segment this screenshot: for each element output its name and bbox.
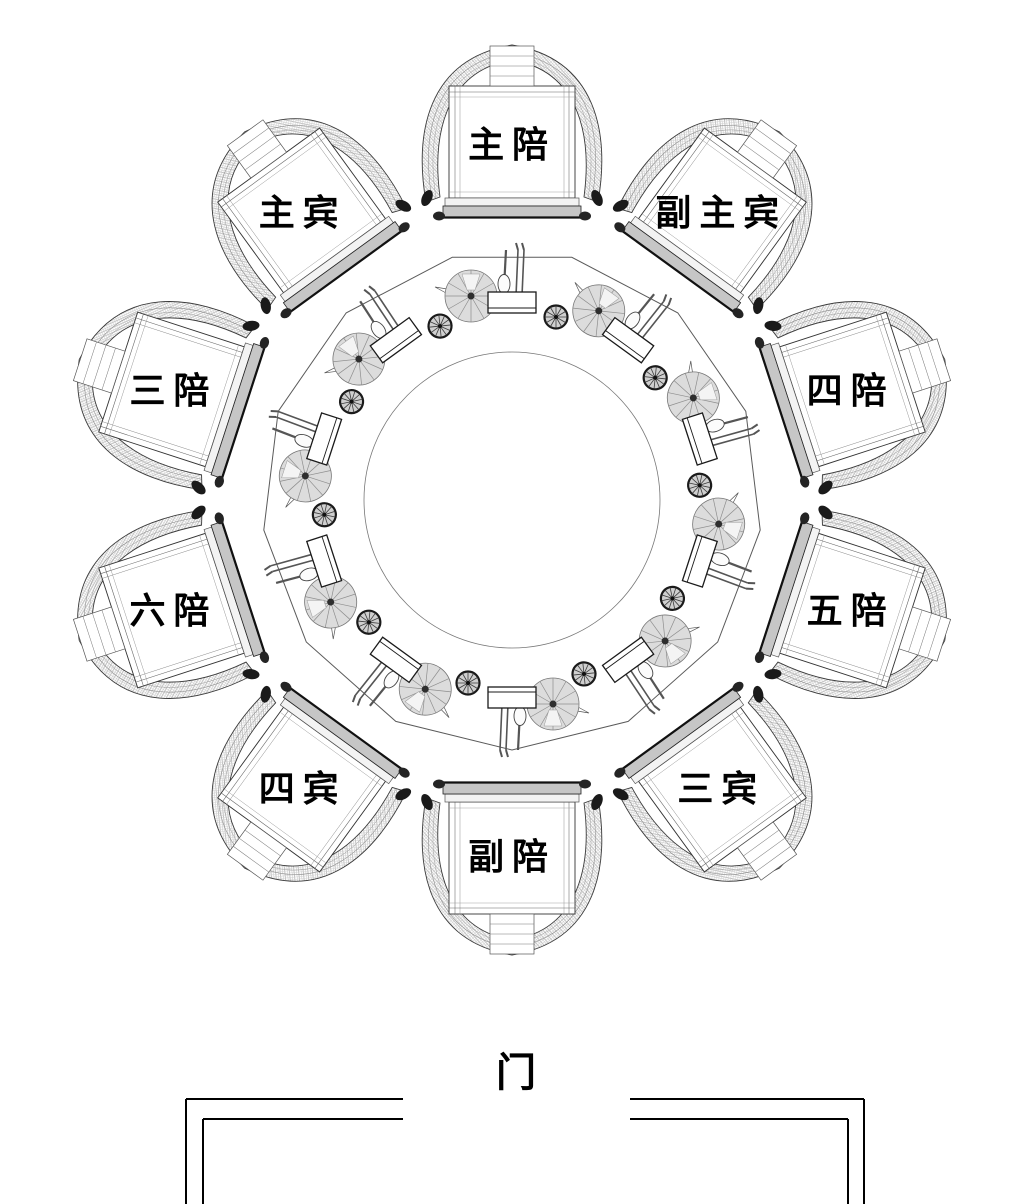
seat-label: 四陪 [807, 371, 895, 411]
seat-label: 六陪 [129, 591, 217, 631]
seat-label: 副陪 [468, 837, 556, 877]
seat-label: 主宾 [259, 193, 347, 233]
seat-label: 三宾 [677, 769, 765, 809]
seat-label: 副主宾 [655, 193, 787, 233]
door-label: 门 [496, 1050, 536, 1095]
lazy-susan [363, 351, 661, 649]
seat-label: 五陪 [807, 591, 895, 631]
seat-label: 主陪 [468, 125, 556, 165]
wall-outer-line [185, 1098, 865, 1204]
wall-inner-line [202, 1118, 849, 1204]
table-layer [263, 256, 761, 751]
seat-label: 三陪 [129, 371, 217, 411]
door-and-wall-layer: 门 [185, 1050, 865, 1204]
seat-label: 四宾 [259, 769, 347, 809]
table-top [263, 256, 761, 751]
